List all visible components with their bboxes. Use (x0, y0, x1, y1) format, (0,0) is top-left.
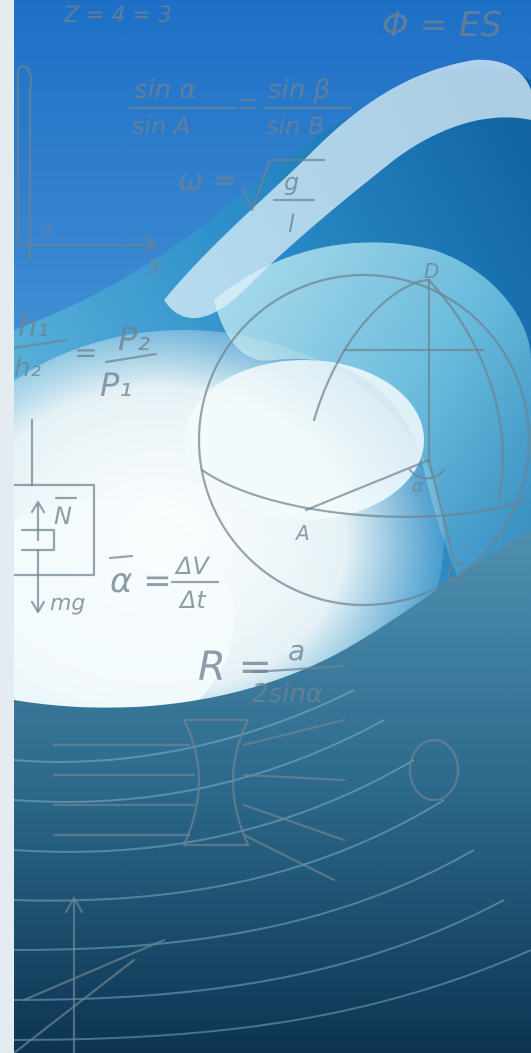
accel-symbol: α = (110, 561, 172, 601)
bottom-axes (14, 896, 166, 1053)
formula-flux: Φ = ES (382, 5, 502, 45)
foam-cloud-2 (184, 360, 424, 520)
ratio-p2: P₂ (118, 320, 150, 358)
force-diagram (14, 418, 96, 614)
radius-den: 2sinα (252, 679, 323, 709)
snell-num-right: sin β (268, 75, 330, 105)
axis-y-label: y (149, 251, 164, 276)
snell-den-right: sin B (266, 112, 324, 140)
ratio-eq: = (74, 336, 97, 369)
point-a-label: A (294, 521, 310, 545)
snell-den-left: sin A (132, 112, 190, 140)
sphere-geometry (197, 273, 531, 607)
point-d-label: D (424, 259, 439, 283)
ratio-bar-right (104, 352, 158, 364)
accel-den: Δt (178, 586, 207, 614)
omega-num: g (284, 168, 299, 196)
gravity-label: mg (50, 591, 85, 616)
point-c-label: C (446, 559, 465, 589)
left-margin-strip (0, 0, 14, 1053)
angle-alpha-label: α (412, 476, 424, 497)
wave-photo: 3 y Z = 4 = 3 Φ = ES sin α sin A sin β s… (14, 0, 531, 1053)
formula-top-left: Z = 4 = 3 (63, 3, 172, 28)
circle-o (408, 738, 460, 802)
omega-sqrt (240, 158, 326, 212)
wave-scene-svg: 3 y Z = 4 = 3 Φ = ES sin α sin A sin β s… (14, 0, 531, 1053)
normal-force-label: N (54, 502, 72, 530)
accel-num: ΔV (174, 552, 210, 580)
sketch-axes (16, 65, 158, 262)
ratio-p1: P₁ (100, 366, 132, 404)
lens-rays (52, 718, 346, 882)
ratio-bar-left (14, 338, 68, 350)
ratio-h1: h₁ (18, 309, 49, 344)
accel-bar-top (108, 554, 134, 560)
foam-cloud-3 (14, 500, 234, 740)
water-streaks (14, 689, 531, 1041)
radius-bar (252, 664, 346, 674)
axis-3-label: 3 (42, 221, 52, 240)
ratio-h2: h₂ (14, 353, 41, 383)
deep-water (14, 530, 531, 1053)
radius-num: a (288, 634, 305, 667)
omega-symbol: ω = (178, 163, 238, 198)
snell-num-left: sin α (134, 75, 197, 105)
crest-spray (164, 59, 531, 319)
radius-symbol: R = (198, 644, 272, 690)
omega-den: l (288, 210, 295, 238)
